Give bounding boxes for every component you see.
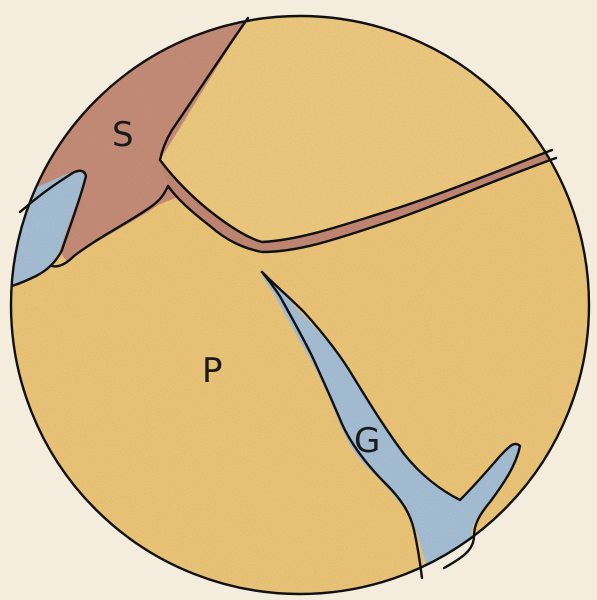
label-s: S [112, 115, 134, 155]
label-p: P [202, 351, 223, 391]
label-g: G [354, 421, 380, 461]
